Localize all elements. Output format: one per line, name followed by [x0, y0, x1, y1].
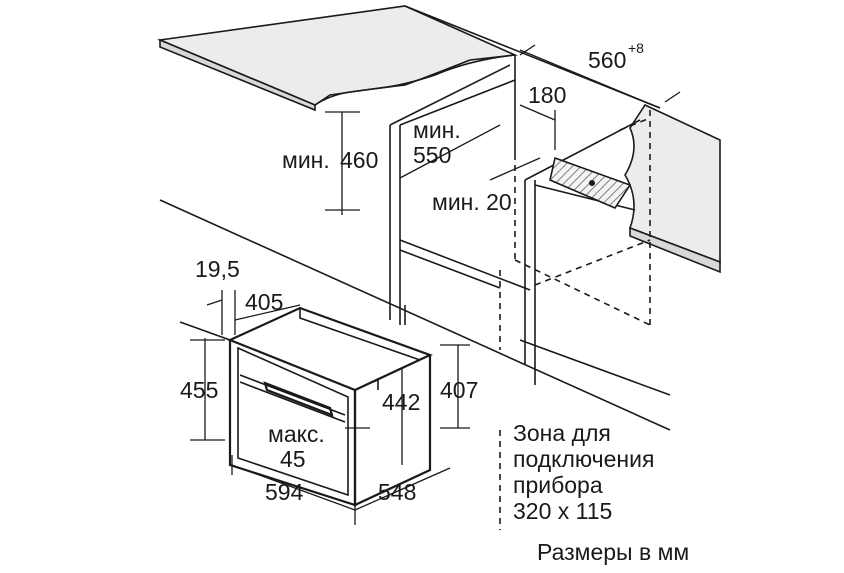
countertop-left	[156, 5, 519, 112]
oven	[227, 306, 433, 507]
label-min-gap: мин. 20	[432, 189, 512, 215]
label-inner-height: 442	[382, 389, 420, 415]
label-min-height-prefix: мин.	[282, 147, 330, 173]
label-depth: 548	[378, 479, 416, 505]
label-front-offset: 19,5	[195, 256, 240, 282]
units-note: Размеры в мм	[537, 539, 689, 565]
label-top-gap: 180	[528, 82, 566, 108]
countertop-right	[624, 103, 721, 274]
cabinet-lines	[159, 5, 671, 431]
label-body-height: 407	[440, 377, 478, 403]
labels: 560 +8 180 мин. 460 мин. 550 мин. 20 19,…	[180, 40, 689, 565]
connection-zone-box	[549, 156, 632, 210]
label-min-depth-value: 550	[413, 142, 451, 168]
connection-zone-line1: Зона для	[513, 420, 611, 446]
label-width: 594	[265, 479, 304, 505]
connection-zone-line2: подключения	[513, 446, 654, 472]
label-upper-depth: 405	[245, 289, 283, 315]
connection-zone-line4: 320 x 115	[513, 498, 612, 524]
label-max-prefix: макс.	[268, 421, 325, 447]
connection-zone-line3: прибора	[513, 472, 603, 498]
dimension-lines	[190, 44, 681, 525]
label-max-value: 45	[280, 446, 306, 472]
label-countertop-depth: 560	[588, 47, 626, 73]
hidden-lines	[499, 110, 651, 530]
label-countertop-tolerance: +8	[628, 40, 644, 56]
label-min-depth-prefix: мин.	[413, 117, 461, 143]
label-height-total: 455	[180, 377, 218, 403]
label-min-height-value: 460	[340, 147, 378, 173]
